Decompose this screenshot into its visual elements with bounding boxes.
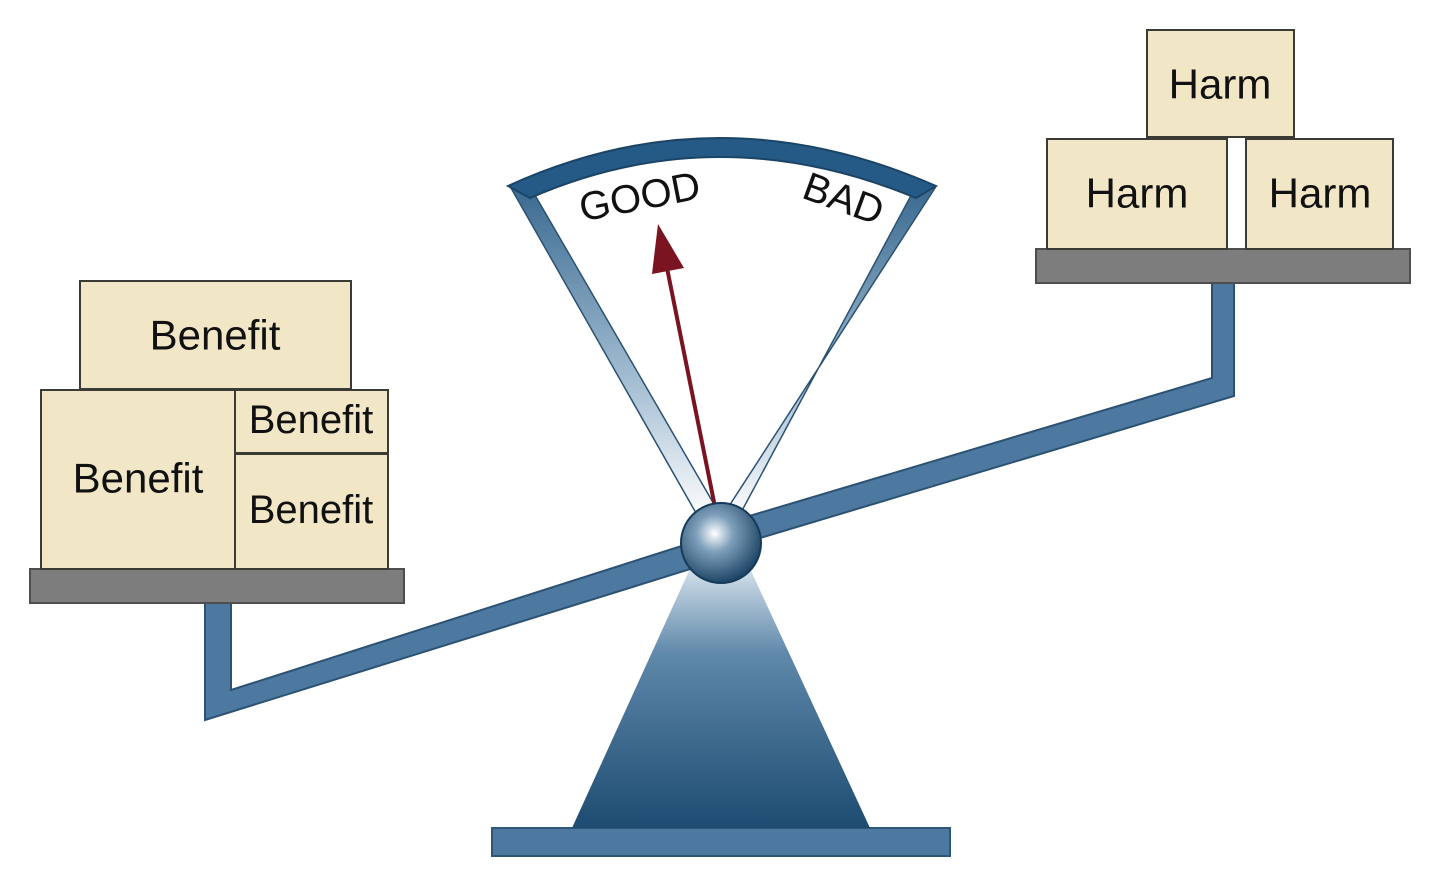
benefit-box-top: Benefit	[79, 280, 352, 390]
benefit-box-small-top: Benefit	[234, 389, 389, 454]
gauge-needle-arrowhead	[652, 224, 684, 274]
benefit-box-top-label: Benefit	[150, 312, 281, 359]
harm-box-right-label: Harm	[1269, 170, 1372, 217]
benefit-box-small-bottom: Benefit	[234, 453, 389, 570]
gauge-needle	[663, 257, 718, 513]
benefit-box-small-top-label: Benefit	[249, 398, 374, 442]
harm-box-top-label: Harm	[1169, 61, 1272, 108]
scale-base	[572, 560, 870, 828]
gauge-left-arm	[509, 187, 724, 521]
right-tray	[1035, 248, 1411, 284]
left-tray	[29, 568, 405, 604]
right-hanger	[734, 281, 1235, 546]
gauge-arc	[505, 137, 939, 200]
harm-box-left: Harm	[1046, 138, 1228, 250]
pivot-ball	[680, 502, 762, 584]
harm-box-right: Harm	[1245, 138, 1394, 250]
harm-box-top: Harm	[1146, 29, 1295, 138]
harm-box-left-label: Harm	[1086, 170, 1189, 217]
scale-floor-plate	[491, 827, 951, 857]
benefit-box-large-label: Benefit	[73, 455, 204, 502]
benefit-box-small-bottom-label: Benefit	[249, 488, 374, 532]
benefit-box-large: Benefit	[40, 389, 236, 570]
